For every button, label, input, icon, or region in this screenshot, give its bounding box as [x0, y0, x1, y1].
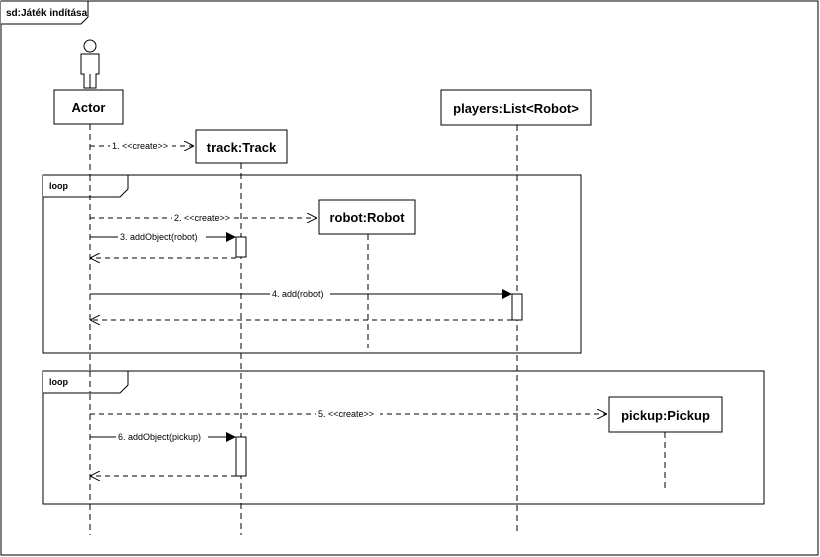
diagram-title: sd:Játék indítása: [6, 8, 88, 19]
participant-label: track:Track: [207, 140, 277, 155]
diagram-frame-tab: [1, 0, 89, 25]
actor-figure-icon: [80, 39, 100, 89]
fragment-operator: loop: [49, 181, 68, 191]
message-label: 2. <<create>>: [174, 213, 230, 223]
activation-players: [511, 293, 523, 321]
loop-fragment-1: loop: [42, 174, 582, 354]
participant-label: pickup:Pickup: [621, 408, 710, 423]
participant-robot[interactable]: robot:Robot: [318, 199, 416, 235]
message-4[interactable]: 4. add(robot): [90, 288, 512, 299]
participant-pickup[interactable]: pickup:Pickup: [608, 396, 723, 433]
message-3[interactable]: 3. addObject(robot): [90, 231, 236, 242]
message-label: 1. <<create>>: [112, 141, 168, 151]
message-2[interactable]: 2. <<create>>: [90, 212, 316, 223]
participant-track[interactable]: track:Track: [195, 129, 288, 164]
message-1[interactable]: 1. <<create>>: [90, 140, 193, 151]
participant-players[interactable]: players:List<Robot>: [440, 89, 592, 126]
participant-label: players:List<Robot>: [453, 101, 579, 116]
message-label: 4. add(robot): [272, 289, 324, 299]
participant-label: Actor: [72, 100, 106, 115]
message-6[interactable]: 6. addObject(pickup): [90, 431, 236, 442]
loop-fragment-2: loop: [42, 370, 765, 505]
message-label: 3. addObject(robot): [120, 232, 198, 242]
activation-track-1: [235, 236, 247, 258]
participant-actor[interactable]: Actor: [53, 89, 124, 125]
message-label: 6. addObject(pickup): [118, 432, 201, 442]
fragment-operator: loop: [49, 377, 68, 387]
participant-label: robot:Robot: [329, 210, 405, 225]
message-label: 5. <<create>>: [318, 409, 374, 419]
activation-track-2: [235, 436, 247, 477]
message-5[interactable]: 5. <<create>>: [90, 408, 606, 419]
